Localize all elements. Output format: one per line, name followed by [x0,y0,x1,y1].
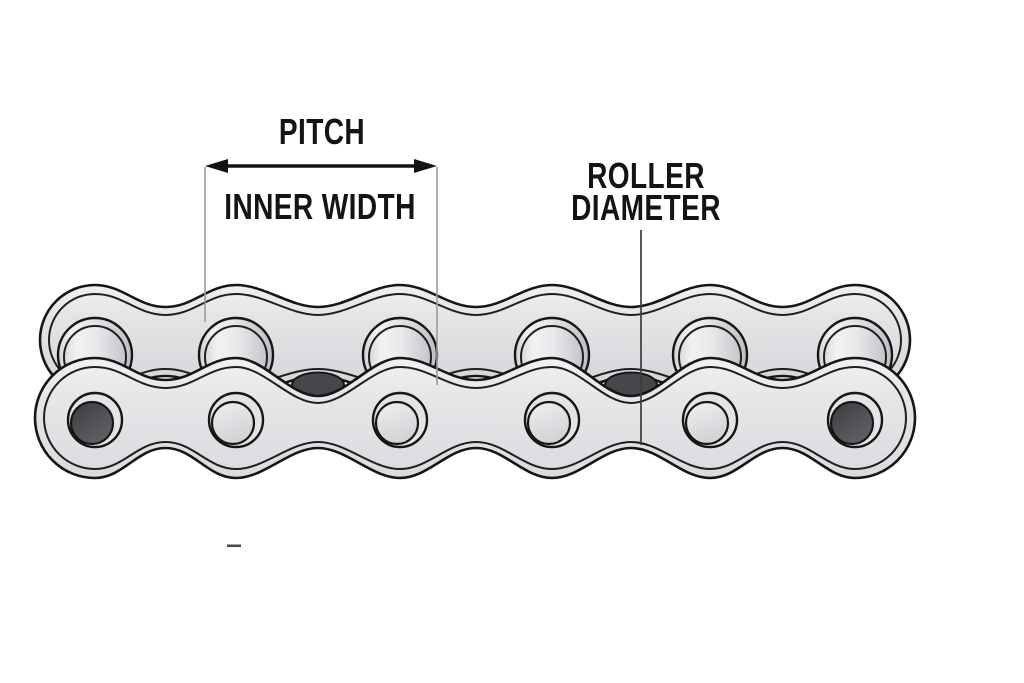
pitch-label: PITCH [267,111,378,152]
pin-end-dark [69,400,115,446]
pin-end-dark [829,400,875,446]
back-plate-contour-line [47,292,903,388]
pitch-label-text: PITCH [278,111,366,152]
inner-width-label-text: INNER WIDTH [224,186,416,227]
pin-end-light [210,400,256,446]
pin-end-light [526,400,572,446]
roller-diameter-label: ROLLER DIAMETER [550,155,742,228]
front-plate-contour-line [42,365,908,471]
dimension-annotations [204,159,642,548]
pin-end-light [684,400,730,446]
chain-body [33,283,917,480]
roller-diameter-label-line1: ROLLER [587,155,705,196]
arrowhead-left-icon [205,159,228,173]
pin-end-light [374,400,420,446]
arrowhead-right-icon [414,159,437,173]
front-plate-band [33,356,917,480]
dash-mark [227,544,241,548]
inner-width-label: INNER WIDTH [197,186,442,227]
roller-diameter-label-line2: DIAMETER [571,187,721,228]
